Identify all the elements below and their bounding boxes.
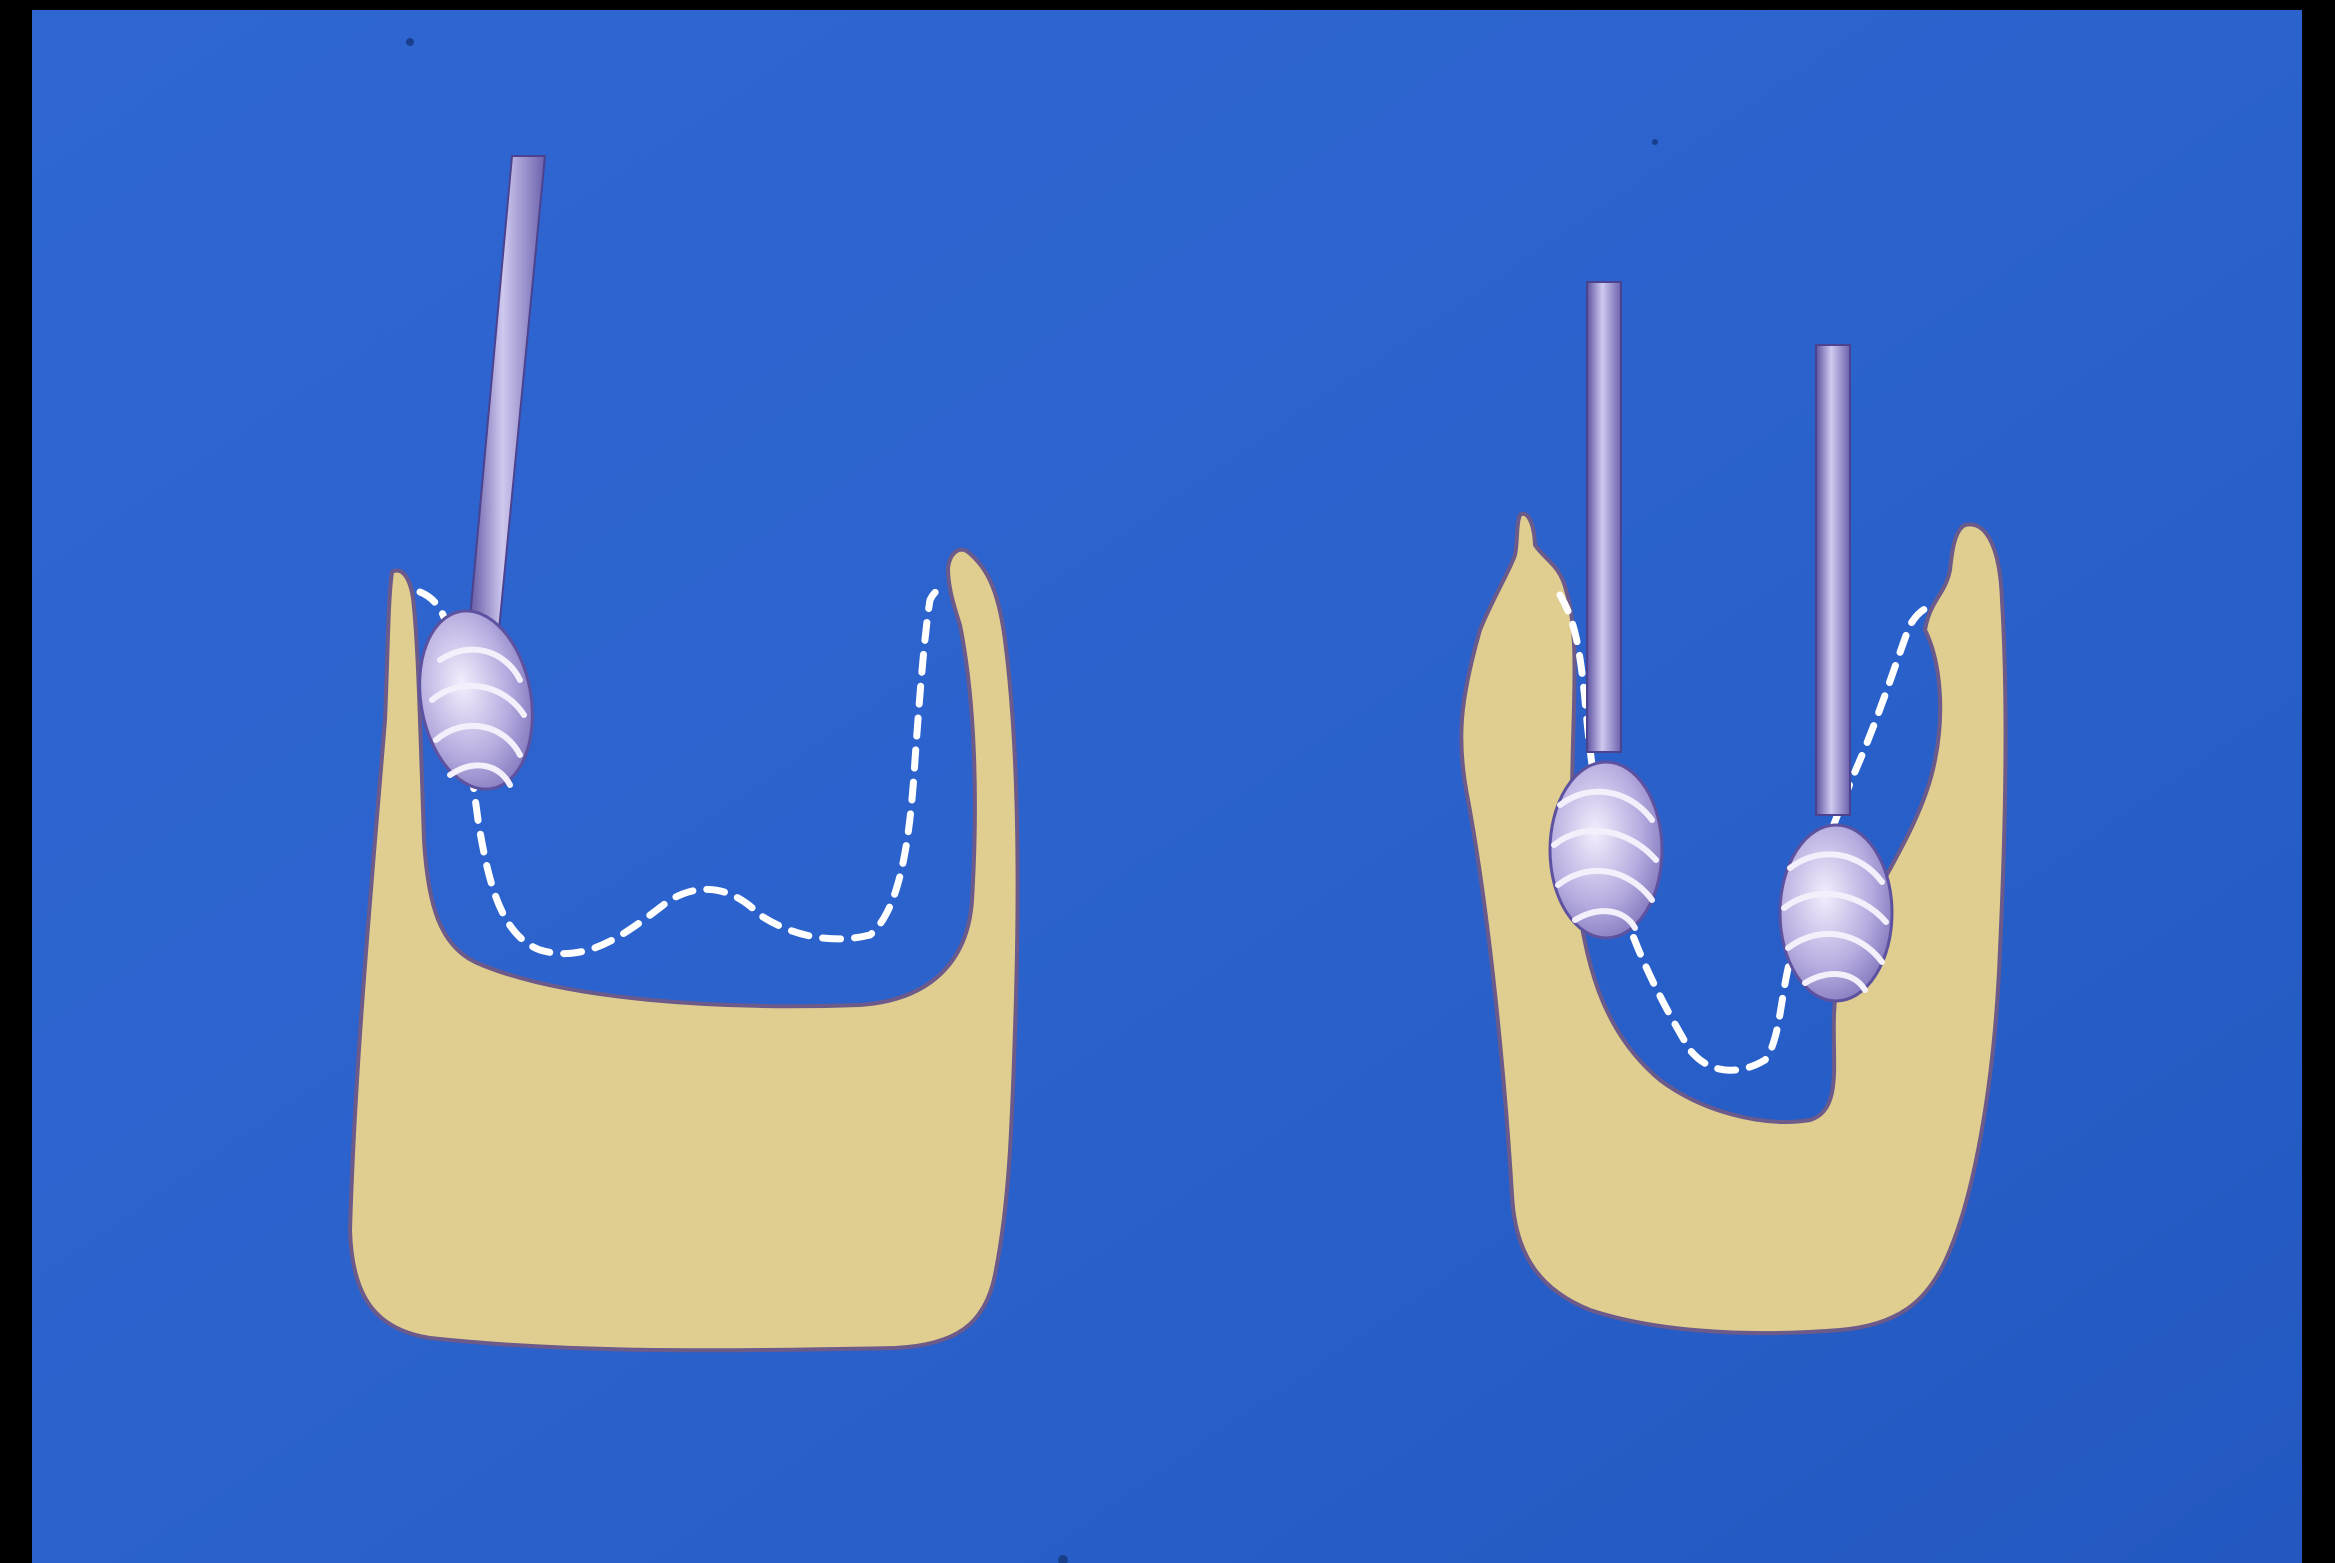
right-bur-2-shaft bbox=[1816, 345, 1850, 815]
right-bur-1-shaft bbox=[1587, 282, 1621, 752]
